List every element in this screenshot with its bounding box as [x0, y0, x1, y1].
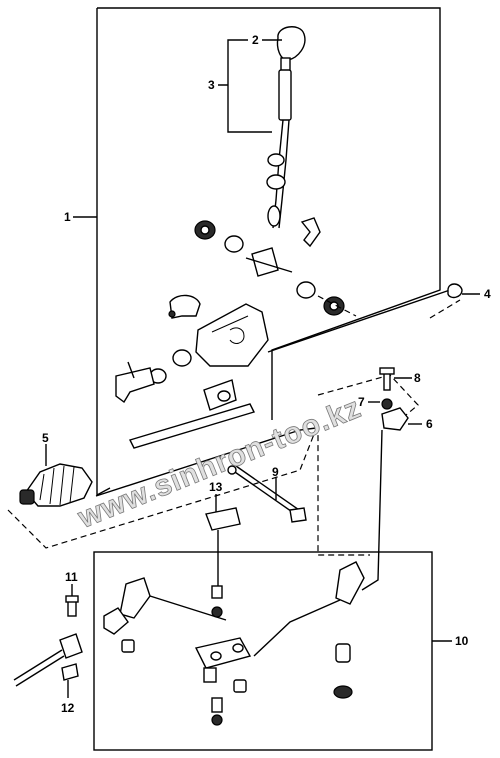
- link-rod-9-edge: [235, 465, 303, 513]
- washer-lower: [211, 714, 223, 726]
- callout-4: 4: [484, 287, 491, 301]
- lever-boot-ring: [267, 153, 285, 167]
- pivot-clip: [300, 217, 321, 248]
- washer-7: [381, 398, 393, 410]
- right-grommet: [333, 685, 353, 699]
- selector-shaft: [129, 403, 255, 449]
- bushing-left-collar: [224, 235, 244, 253]
- callout-11: 11: [65, 570, 78, 584]
- callout-9: 9: [272, 465, 279, 479]
- callout-8: 8: [414, 371, 421, 385]
- callout-12: 12: [61, 701, 75, 715]
- pivot-pin: [245, 257, 293, 273]
- right-lever: [335, 561, 365, 605]
- lever-spring: [266, 174, 286, 190]
- selector-fork: [115, 367, 155, 404]
- callout-13: 13: [209, 480, 223, 494]
- selector-cable-edge: [15, 655, 65, 687]
- callout-1: 1: [64, 210, 71, 224]
- housing-bracket-left: [169, 294, 201, 319]
- lower-plate: [194, 637, 252, 669]
- shift-knob: [276, 26, 306, 61]
- plate-hole-left: [210, 651, 222, 661]
- lower-bushing: [203, 667, 217, 683]
- shift-rod: [267, 289, 451, 353]
- cable-end-housing: [59, 633, 83, 659]
- dashed-boundary-left: [7, 423, 370, 556]
- shaft-end-hole: [217, 390, 231, 402]
- callout-10: 10: [455, 634, 469, 648]
- right-lever-link: [253, 599, 341, 657]
- callout-2: 2: [252, 33, 259, 47]
- lower-clamp: [103, 607, 129, 635]
- boot-end-cap: [19, 489, 35, 505]
- bushing-left-top-hole: [200, 225, 210, 235]
- pivot-yoke: [251, 247, 279, 277]
- bracket-bolt: [168, 310, 176, 318]
- callout-3: 3: [208, 78, 215, 92]
- bracket-13: [205, 507, 241, 531]
- lever-6: [381, 407, 409, 431]
- callout-6: 6: [426, 417, 433, 431]
- lower-clip-small: [233, 679, 247, 693]
- bushing-middle: [172, 349, 192, 367]
- boot-ribs: [39, 465, 75, 506]
- lever-6-link: [361, 429, 383, 591]
- dashed-shift-line: [429, 299, 461, 319]
- callout-3-bracket: [218, 39, 272, 133]
- bolt-11-head: [65, 595, 79, 603]
- bolt-8-head: [379, 367, 395, 375]
- callout-5: 5: [42, 431, 49, 445]
- link-rod-eye-bottom: [289, 507, 307, 523]
- bolt-8: [383, 371, 391, 391]
- selector-cable: [13, 649, 63, 681]
- cable-end-12: [61, 663, 79, 681]
- plate-hole-right: [232, 643, 244, 653]
- lever-rod: [278, 69, 292, 121]
- rod-ball-joint: [447, 283, 463, 299]
- bolt-lower: [211, 697, 223, 713]
- lever-ball: [267, 205, 281, 227]
- lower-clip: [121, 639, 135, 653]
- link-rod-eye-top: [227, 465, 237, 475]
- housing-detail: [211, 315, 249, 344]
- callout-7: 7: [358, 395, 365, 409]
- right-bushing: [335, 643, 351, 663]
- shifter-housing: [195, 303, 269, 367]
- bushing-right-collar: [296, 281, 316, 299]
- dashed-boundary-right: [317, 374, 419, 426]
- washer-upper: [211, 606, 223, 618]
- nut-upper: [211, 585, 223, 599]
- fork-pin: [127, 361, 135, 379]
- link-rod-9: [231, 469, 299, 517]
- rubber-boot: [25, 463, 93, 507]
- upper-group-bottom-edge: [95, 427, 317, 497]
- bushing-alignment-line: [317, 295, 357, 317]
- lower-group-outline: [93, 551, 433, 751]
- lower-lever-arm: [119, 577, 151, 619]
